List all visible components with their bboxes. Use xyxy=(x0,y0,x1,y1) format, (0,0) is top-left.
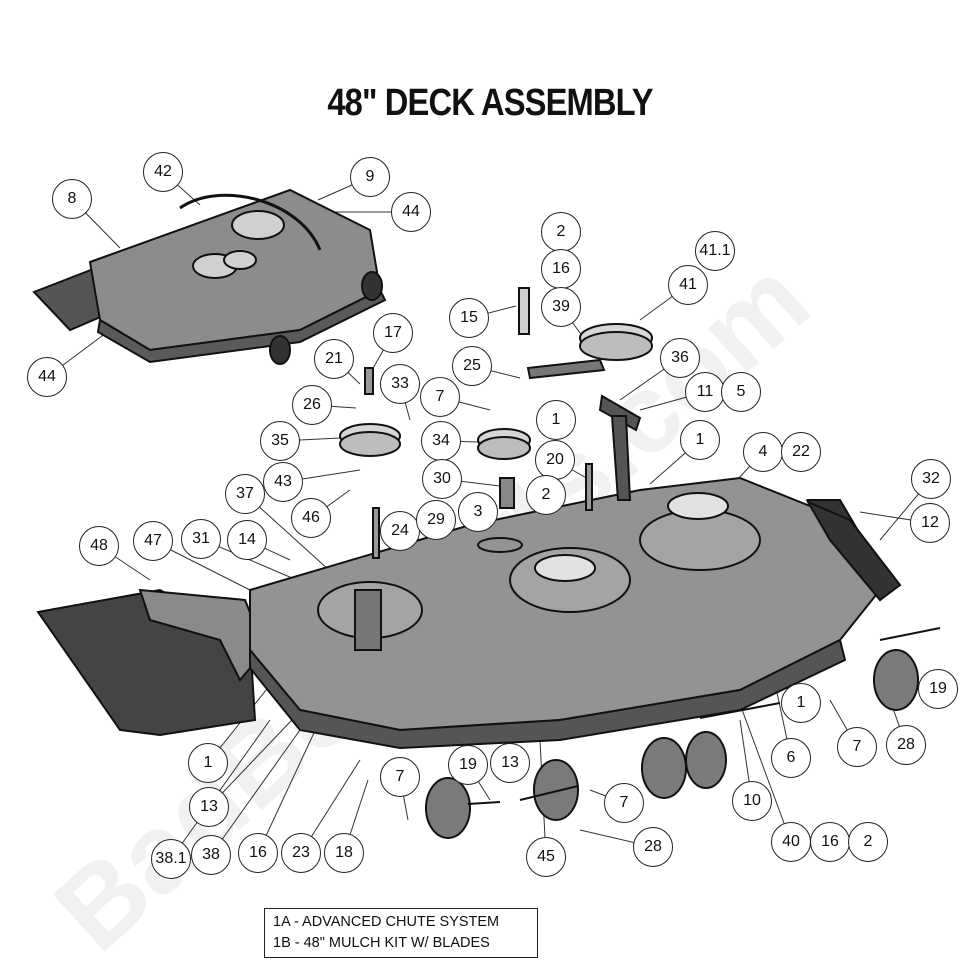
callout-2: 2 xyxy=(526,475,566,515)
callout-17: 17 xyxy=(373,313,413,353)
callout-19: 19 xyxy=(918,669,958,709)
small-deck-view xyxy=(32,188,387,365)
callout-33: 33 xyxy=(380,364,420,404)
callout-41: 41 xyxy=(668,265,708,305)
callout-37: 37 xyxy=(225,474,265,514)
callout-26: 26 xyxy=(292,385,332,425)
callout-10: 10 xyxy=(732,781,772,821)
callout-1: 1 xyxy=(680,420,720,460)
callout-8: 8 xyxy=(52,179,92,219)
callout-3: 3 xyxy=(458,492,498,532)
callout-18: 18 xyxy=(324,833,364,873)
callout-38: 38 xyxy=(191,835,231,875)
callout-45: 45 xyxy=(526,837,566,877)
callout-30: 30 xyxy=(422,459,462,499)
callout-11: 11 xyxy=(685,372,725,412)
callout-48: 48 xyxy=(79,526,119,566)
callout-39: 39 xyxy=(541,287,581,327)
callout-6: 6 xyxy=(771,738,811,778)
callout-28: 28 xyxy=(633,827,673,867)
callout-9: 9 xyxy=(350,157,390,197)
callout-1: 1 xyxy=(188,743,228,783)
callout-5: 5 xyxy=(721,372,761,412)
callout-7: 7 xyxy=(380,757,420,797)
callout-28: 28 xyxy=(886,725,926,765)
leader-line xyxy=(244,493,341,581)
callout-4: 4 xyxy=(743,432,783,472)
callout-22: 22 xyxy=(781,432,821,472)
callout-2: 2 xyxy=(541,212,581,252)
callout-7: 7 xyxy=(420,377,460,417)
callout-43: 43 xyxy=(263,462,303,502)
callout-14: 14 xyxy=(227,520,267,560)
callout-32: 32 xyxy=(911,459,951,499)
callout-21: 21 xyxy=(314,339,354,379)
callout-36: 36 xyxy=(660,338,700,378)
callout-29: 29 xyxy=(416,500,456,540)
callout-1: 1 xyxy=(536,400,576,440)
callout-41-1: 41.1 xyxy=(695,231,735,271)
note-line: 1B - 48" MULCH KIT W/ BLADES xyxy=(273,935,490,951)
callout-40: 40 xyxy=(771,822,811,862)
callout-16: 16 xyxy=(238,833,278,873)
callout-7: 7 xyxy=(604,783,644,823)
callout-2: 2 xyxy=(848,822,888,862)
callout-23: 23 xyxy=(281,833,321,873)
callout-42: 42 xyxy=(143,152,183,192)
callout-46: 46 xyxy=(291,498,331,538)
leader-line xyxy=(257,719,321,854)
callout-31: 31 xyxy=(181,519,221,559)
callout-44: 44 xyxy=(391,192,431,232)
callout-38-1: 38.1 xyxy=(151,839,191,879)
callout-7: 7 xyxy=(837,727,877,767)
callout-13: 13 xyxy=(490,743,530,783)
callout-19: 19 xyxy=(448,745,488,785)
wheel-parts xyxy=(425,499,941,839)
callout-47: 47 xyxy=(133,521,173,561)
callout-25: 25 xyxy=(452,346,492,386)
leader-line xyxy=(210,729,301,856)
callout-1: 1 xyxy=(781,683,821,723)
note-line: 1A - ADVANCED CHUTE SYSTEM xyxy=(273,914,500,930)
callout-12: 12 xyxy=(910,503,950,543)
leader-line xyxy=(170,719,271,860)
notes-box: 1A - ADVANCED CHUTE SYSTEM 1B - 48" MULC… xyxy=(264,908,538,958)
callout-44: 44 xyxy=(27,357,67,397)
callout-20: 20 xyxy=(535,440,575,480)
callout-34: 34 xyxy=(421,421,461,461)
callout-15: 15 xyxy=(449,298,489,338)
callout-35: 35 xyxy=(260,421,300,461)
callout-16: 16 xyxy=(810,822,850,862)
page-title: 48" DECK ASSEMBLY xyxy=(327,82,653,124)
callout-16: 16 xyxy=(541,249,581,289)
callout-13: 13 xyxy=(189,787,229,827)
pulley-parts xyxy=(339,287,653,559)
callout-24: 24 xyxy=(380,511,420,551)
